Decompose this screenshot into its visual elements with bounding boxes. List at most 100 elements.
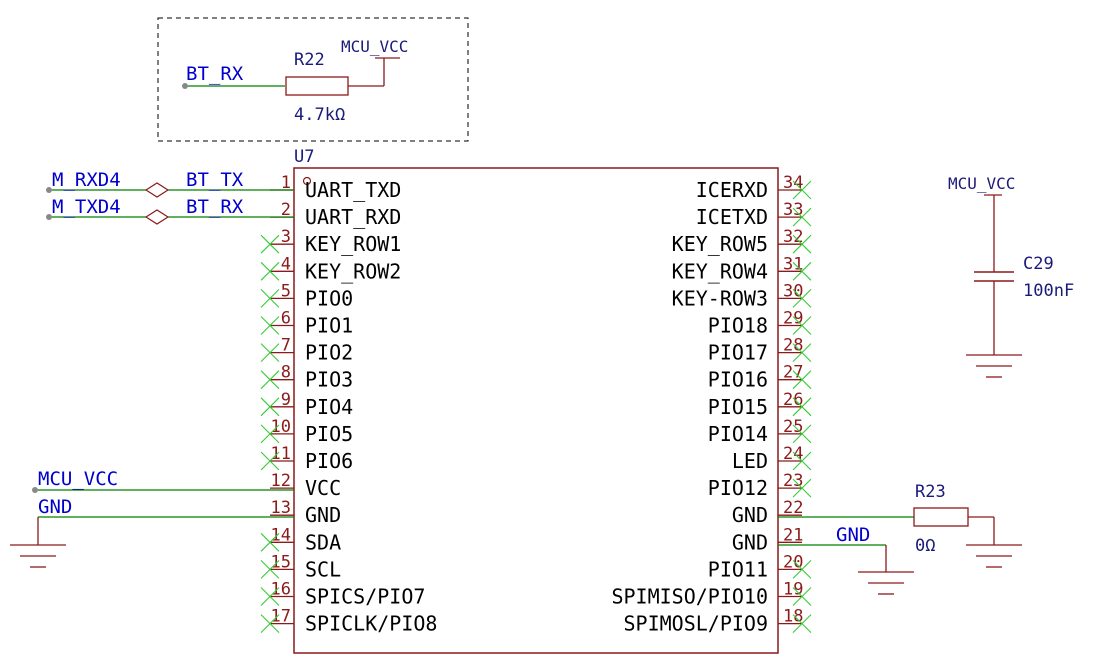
- pin-number: 20: [783, 552, 803, 572]
- u7-pin-17: 17 SPICLK/PIO8: [260, 607, 437, 636]
- pin-number: 3: [281, 227, 291, 247]
- left-nc-marker-icon: [260, 451, 280, 471]
- left-nc-marker-icon: [260, 587, 280, 606]
- bt-rx-pullup-connector: [182, 83, 188, 89]
- pullup-group-box: [157, 17, 469, 142]
- pin-number: 7: [281, 336, 291, 356]
- left-nc-marker-icon: [260, 424, 280, 444]
- gnd-left-ground-icon: [10, 544, 66, 568]
- pin-name: PIO17: [708, 341, 768, 365]
- m-rxd4-label: M_RXD4: [52, 169, 121, 191]
- pin-number: 15: [271, 552, 291, 572]
- right-nc-marker-icon: [792, 424, 812, 444]
- pin-number: 16: [271, 580, 291, 600]
- pin-number: 33: [783, 200, 803, 220]
- pin-name: PIO12: [708, 476, 768, 500]
- left-nc-marker-icon: [260, 289, 280, 308]
- left-nc-marker-icon: [260, 614, 280, 633]
- bt-rx-pullup-label: BT_RX: [186, 63, 244, 85]
- pin-name: PIO2: [305, 341, 353, 365]
- right-nc-marker-icon: [792, 316, 812, 335]
- pin-name: GND: [732, 530, 768, 554]
- r23-value: 0Ω: [915, 536, 935, 556]
- left-nc-marker-icon: [260, 261, 280, 281]
- c29-ref: C29: [1023, 254, 1054, 274]
- pin-name: SCL: [305, 557, 341, 581]
- pin-name: PIO15: [708, 395, 768, 419]
- pin-name: UART_TXD: [305, 178, 401, 202]
- mcu-vcc-connector: [32, 487, 38, 493]
- u7-pin-30: 30 KEY-ROW3: [672, 281, 812, 310]
- r22-resistor: [285, 76, 349, 96]
- right-nc-marker-icon: [792, 289, 812, 308]
- pin-number: 2: [281, 200, 291, 220]
- pin-name: KEY_ROW2: [305, 259, 401, 283]
- pin-number: 8: [281, 363, 291, 383]
- pin-name: KEY_ROW4: [672, 259, 768, 283]
- r23-ground-icon: [966, 544, 1022, 568]
- pin-name: PIO14: [708, 422, 768, 446]
- pin-name: KEY_ROW1: [305, 232, 401, 256]
- pin-number: 17: [271, 607, 291, 627]
- pin-name: PIO6: [305, 449, 353, 473]
- left-nc-marker-icon: [260, 370, 280, 390]
- pin-name: SPIMOSL/PIO9: [624, 612, 769, 636]
- u7-pin-3: 3 KEY_ROW1: [260, 227, 401, 256]
- pin-name: SPIMISO/PIO10: [611, 585, 768, 609]
- pin-number: 23: [783, 471, 803, 491]
- u7-ref: U7: [294, 147, 314, 167]
- mcu-vcc-label: MCU_VCC: [38, 468, 118, 490]
- pin-name: GND: [732, 503, 768, 527]
- pin-name: KEY-ROW3: [672, 286, 768, 310]
- m-txd4-label: M_TXD4: [52, 196, 121, 218]
- right-nc-marker-icon: [792, 180, 812, 200]
- u7-pin-27: 27 PIO16: [708, 363, 812, 392]
- r22-value: 4.7kΩ: [294, 105, 345, 125]
- r22-power-label: MCU_VCC: [341, 37, 408, 56]
- pin-number: 5: [281, 281, 291, 301]
- u7-body: [293, 167, 779, 654]
- u7-pin-22: 22 GND: [732, 498, 804, 527]
- r23-resistor: [913, 507, 969, 527]
- pin-number: 18: [783, 607, 803, 627]
- pin-name: LED: [732, 449, 768, 473]
- pin-number: 31: [783, 254, 803, 274]
- right-nc-marker-icon: [792, 560, 812, 579]
- u7-pin-20: 20 PIO11: [708, 552, 812, 581]
- pin-number: 32: [783, 227, 803, 247]
- pin-number: 27: [783, 363, 803, 383]
- right-nc-marker-icon: [792, 478, 812, 498]
- right-nc-marker-icon: [792, 397, 812, 417]
- m-txd4-connector: [46, 214, 52, 220]
- c29-power-label: MCU_VCC: [948, 174, 1015, 193]
- pin-number: 30: [783, 281, 803, 301]
- m-rxd4-connector: [46, 187, 52, 193]
- pin-number: 28: [783, 336, 803, 356]
- pin-name: PIO5: [305, 422, 353, 446]
- pin-number: 13: [271, 498, 291, 518]
- u7-pin-18: 18 SPIMOSL/PIO9: [624, 607, 812, 636]
- r22-ref: R22: [294, 50, 325, 70]
- pin-name: SPICLK/PIO8: [305, 612, 437, 636]
- pin-number: 12: [271, 471, 291, 491]
- r23-ref: R23: [915, 482, 946, 502]
- pin-name: GND: [305, 503, 341, 527]
- pin-name: PIO11: [708, 557, 768, 581]
- left-nc-marker-icon: [260, 234, 280, 254]
- pin-number: 22: [783, 498, 803, 518]
- pin-name: PIO16: [708, 368, 768, 392]
- m-rxd4-bidir-port-icon: [144, 182, 170, 198]
- pin-number: 4: [281, 254, 291, 274]
